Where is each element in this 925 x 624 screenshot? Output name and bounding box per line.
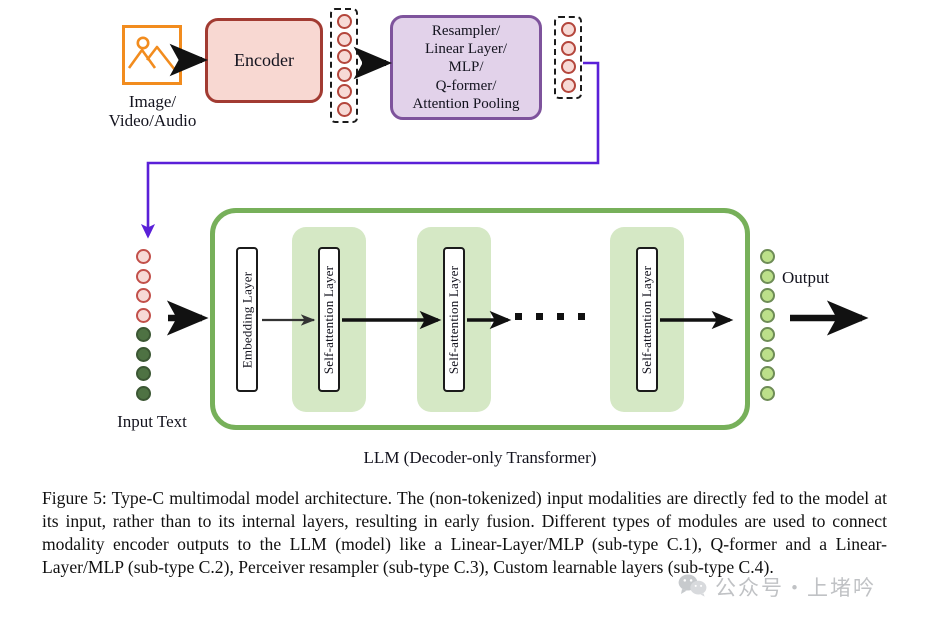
output-token: [760, 346, 775, 362]
output-token: [760, 288, 775, 303]
connector-line-2: Linear Layer/: [424, 41, 508, 58]
output-token: [760, 385, 775, 401]
modality-caption: Image/ Video/Audio: [95, 92, 210, 130]
modality-token: [336, 49, 352, 65]
input-text-token: [136, 366, 151, 381]
llm-caption: LLM (Decoder-only Transformer): [363, 448, 597, 467]
ellipsis-dot: [515, 313, 522, 320]
modality-caption-line1: Image/: [128, 92, 177, 111]
embedding-layer-card: Embedding Layer: [236, 247, 258, 392]
modality-token: [336, 101, 352, 117]
ellipsis-dot: [536, 313, 543, 320]
self-attention-layer-card-3: Self-attention Layer: [636, 247, 658, 392]
figure-caption: Figure 5: Type-C multimodal model archit…: [42, 488, 887, 577]
self-attention-layer-card-1: Self-attention Layer: [318, 247, 340, 392]
connector-line-3: MLP/: [448, 59, 484, 76]
connector-module-box: Resampler/ Linear Layer/ MLP/ Q-former/ …: [390, 15, 542, 120]
input-token-column: [136, 249, 151, 405]
ellipsis-dot: [578, 313, 585, 320]
modality-token-column-2: [554, 16, 582, 99]
self-attention-layer-card-2: Self-attention Layer: [443, 247, 465, 392]
output-token: [760, 249, 775, 264]
modality-token: [336, 66, 352, 82]
input-modality-token: [136, 307, 151, 323]
image-placeholder-icon: [122, 25, 182, 85]
input-text-token: [136, 385, 151, 401]
ellipsis-dot: [557, 313, 564, 320]
modality-token: [560, 40, 576, 56]
output-label: Output: [782, 268, 830, 287]
self-attention-layer-label: Self-attention Layer: [321, 265, 337, 374]
modality-token: [336, 84, 352, 100]
modality-token: [336, 14, 352, 29]
modality-token: [560, 22, 576, 37]
input-modality-token: [136, 268, 151, 284]
modality-token: [336, 31, 352, 47]
input-text-label: Input Text: [117, 412, 187, 431]
embedding-layer-label: Embedding Layer: [239, 271, 254, 368]
watermark: 公众号・上堵吟: [678, 572, 876, 602]
self-attention-layer-label: Self-attention Layer: [446, 265, 462, 374]
input-modality-token: [136, 288, 151, 303]
encoder-box: Encoder: [205, 18, 323, 103]
modality-token: [560, 59, 576, 75]
encoder-label: Encoder: [234, 50, 294, 70]
output-token: [760, 307, 775, 323]
output-token: [760, 366, 775, 381]
modality-token-column-1: [330, 8, 358, 123]
input-modality-token: [136, 249, 151, 264]
modality-caption-line2: Video/Audio: [108, 111, 197, 131]
watermark-text: 公众号・上堵吟: [715, 576, 876, 600]
ellipsis-dots: [515, 313, 585, 320]
output-token: [760, 268, 775, 284]
modality-token: [560, 77, 576, 93]
connector-line-5: Attention Pooling: [412, 95, 520, 112]
output-token: [760, 327, 775, 342]
self-attention-layer-label: Self-attention Layer: [639, 265, 655, 374]
wechat-icon: [678, 573, 708, 602]
output-token-column: [760, 249, 775, 405]
input-text-token: [136, 346, 151, 362]
connector-line-1: Resampler/: [431, 22, 501, 39]
input-text-token: [136, 327, 151, 342]
connector-line-4: Q-former/: [435, 77, 497, 94]
